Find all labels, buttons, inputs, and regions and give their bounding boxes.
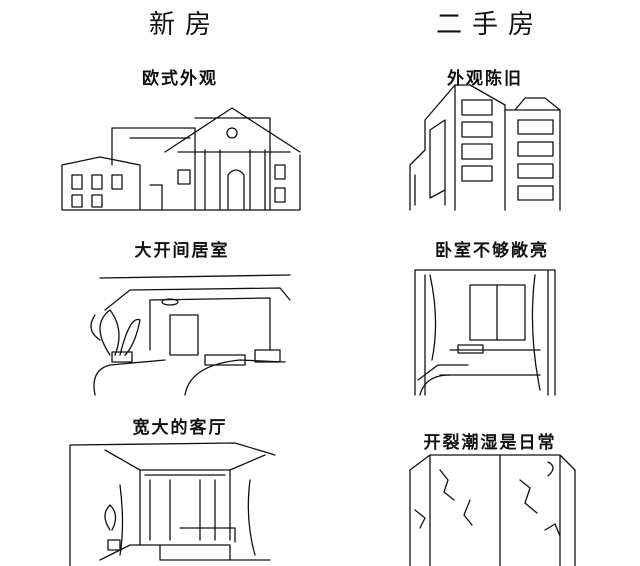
european-building-sketch <box>61 107 301 211</box>
dim-bedroom-sketch <box>414 269 556 396</box>
spacious-living-room-sketch <box>69 442 276 566</box>
old-apartment-sketch <box>409 84 561 211</box>
caption-old-exterior: 外观陈旧 <box>447 69 523 89</box>
second-hand-house-heading: 二手房 <box>435 10 545 40</box>
caption-spacious-living-room: 宽大的客厅 <box>132 418 228 438</box>
open-plan-room-sketch <box>90 274 291 396</box>
caption-open-plan-room: 大开间居室 <box>134 241 230 261</box>
caption-european-exterior: 欧式外观 <box>142 69 218 89</box>
cracked-wall-sketch <box>409 454 576 566</box>
new-house-heading: 新房 <box>148 10 222 40</box>
caption-cracks-damp: 开裂潮湿是日常 <box>423 433 557 453</box>
caption-dim-bedroom: 卧室不够敞亮 <box>435 241 549 261</box>
